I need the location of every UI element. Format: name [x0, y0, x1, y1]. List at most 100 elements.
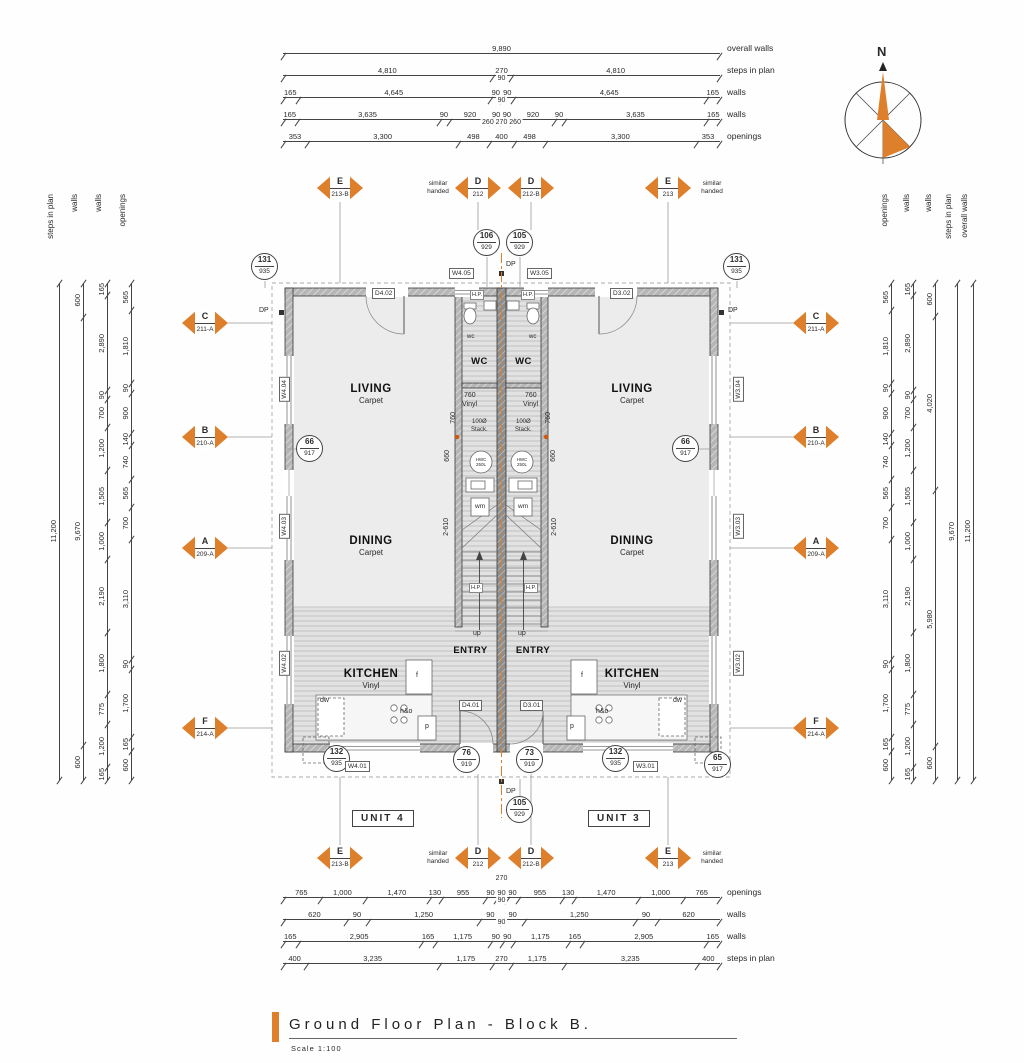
downpipe-label: DP: [259, 307, 269, 314]
marker-arrow-icon: [824, 310, 839, 336]
hob-oven-label: h&o: [596, 708, 609, 715]
dim-value: 1,200: [92, 423, 111, 470]
dim-value: 3,110: [116, 535, 135, 659]
dim-col-right-4: 9,670: [942, 279, 961, 780]
dim-value: 1,000: [92, 518, 111, 560]
marker-number: 214-A: [806, 729, 826, 741]
hob-oven-label: h&o: [400, 708, 413, 715]
dim-value: 90: [487, 928, 502, 949]
marker-number: 213-B: [330, 189, 350, 201]
room-label-wc-right: WC: [515, 356, 532, 367]
marker-arrow-icon: [213, 424, 228, 450]
similar-handed-note: similar handed: [701, 180, 723, 195]
dim-value: 1,810: [116, 306, 135, 383]
dim-row-label: walls: [727, 87, 746, 97]
stair-up-label: up: [473, 630, 481, 637]
dim-value: 165: [418, 928, 436, 949]
hot-water-cylinder-label: HWC 250L: [516, 457, 528, 467]
dim-value: 1,200: [898, 423, 917, 470]
dim-value: 600: [876, 747, 895, 780]
window-tag-W3.04: W3.04: [733, 377, 744, 402]
window-tag-W3.01: W3.01: [633, 761, 658, 772]
room-label-wc-left: WC: [471, 356, 488, 367]
marker-letter: B: [195, 424, 215, 438]
window-tag-W4.04: W4.04: [279, 377, 290, 402]
dim-value: 1,175: [436, 950, 492, 971]
marker-arrow-icon: [182, 535, 197, 561]
dim-value: 955: [438, 884, 485, 905]
grid-marker-B-210A-left: B 210-A: [182, 424, 228, 450]
dim-value: 920: [509, 106, 553, 127]
room-label-entry-right: ENTRY: [515, 645, 551, 656]
dim-col-left-1: 11,200: [44, 279, 63, 780]
marker-arrow-icon: [824, 424, 839, 450]
marker-number: 213: [658, 859, 678, 871]
marker-arrow-icon: [213, 715, 228, 741]
pantry-label: p: [425, 723, 429, 730]
washing-machine-label: wm: [518, 503, 529, 510]
dim-value: 700: [876, 503, 895, 539]
dim-value: 2,905: [295, 928, 421, 949]
dim-row-label: walls: [727, 109, 746, 119]
hot-point-label: H.P.: [470, 290, 484, 300]
dim-value: 565: [876, 279, 895, 311]
dim-value: 90: [116, 379, 135, 393]
dim-value: 90: [476, 906, 501, 927]
dim-value: 9,670: [942, 279, 961, 780]
dim-value: 9,890: [280, 40, 720, 61]
dim-value: 130: [426, 884, 442, 905]
door-tag-D3.02: D3.02: [610, 288, 634, 299]
stack-label: Stack.: [515, 427, 532, 433]
dim-value: 353: [280, 128, 307, 149]
dim-value: 1,250: [365, 906, 479, 927]
dim-value: 1,000: [898, 518, 917, 560]
dim-value: 165: [565, 928, 583, 949]
dim-row-label: steps in plan: [727, 65, 775, 75]
marker-arrow-icon: [182, 715, 197, 741]
marker-letter: D: [468, 175, 488, 189]
dim-value: 90: [876, 379, 895, 393]
grid-marker-F-214A-right: F 214-A: [793, 715, 839, 741]
dishwasher-label: dw: [320, 697, 329, 704]
dim-value: 765: [280, 884, 320, 905]
marker-arrow-icon: [182, 310, 197, 336]
pantry-label: p: [570, 723, 574, 730]
dim-value: 1,800: [92, 628, 111, 695]
dim-col-label: openings: [880, 194, 889, 227]
marker-letter: F: [806, 715, 826, 729]
unit-label-unit-3: UNIT 3: [588, 810, 650, 827]
marker-leader-lines: [228, 202, 793, 845]
fridge-label: f: [581, 672, 583, 679]
marker-number: 213-B: [330, 859, 350, 871]
dim-value: 620: [654, 906, 720, 927]
marker-arrow-icon: [486, 175, 501, 201]
stack-label: 100Ø: [516, 419, 531, 425]
dim-value: 90: [632, 906, 657, 927]
marker-arrow-icon: [508, 845, 523, 871]
dim-value: 90: [504, 884, 518, 905]
dim-value: 4,020: [920, 312, 939, 491]
dim-value: 2,190: [898, 555, 917, 632]
marker-arrow-icon: [348, 175, 363, 201]
dim-value: 90: [436, 106, 450, 127]
marker-arrow-icon: [824, 535, 839, 561]
vinyl-finish-label: Vinyl: [523, 401, 539, 408]
marker-number: 209-A: [806, 549, 826, 561]
grid-marker-D-212-top: D 212: [455, 175, 501, 201]
dim-value: 740: [116, 441, 135, 480]
dim-value: 740: [876, 441, 895, 480]
marker-arrow-icon: [645, 845, 660, 871]
dim-value: 1,470: [571, 884, 637, 905]
marker-arrow-icon: [317, 175, 332, 201]
dim-value: 1,000: [317, 884, 366, 905]
sheet-scale: Scale 1:100: [291, 1044, 342, 1053]
dim-value: 565: [116, 279, 135, 311]
